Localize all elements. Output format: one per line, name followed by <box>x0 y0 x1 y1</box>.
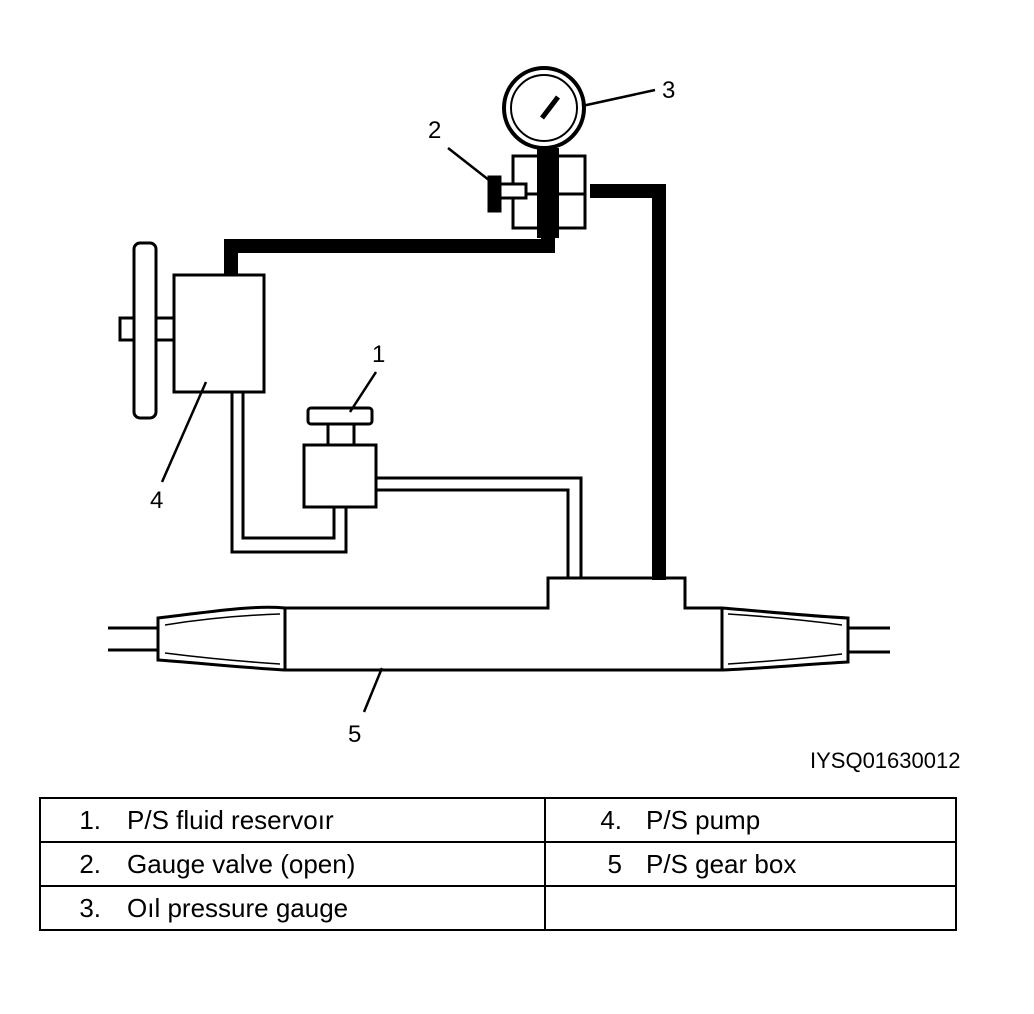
boot-ribs <box>164 613 843 665</box>
callout-3: 3 <box>662 77 675 104</box>
gear-box <box>156 576 850 672</box>
legend-number: 4. <box>600 804 622 835</box>
callout-2: 2 <box>428 117 441 144</box>
leader-5 <box>362 667 384 713</box>
leader-2 <box>447 147 495 185</box>
return-line-pump-reservoir <box>230 392 348 554</box>
legend-label: P/S fluid reservoır <box>127 804 334 835</box>
ps-pump <box>118 241 266 420</box>
legend-number: 1. <box>79 804 101 835</box>
legend-row: 1. P/S fluid reservoır 4. P/S pump <box>39 797 957 843</box>
leader-lines <box>160 88 656 713</box>
legend-number: 5 <box>607 848 622 879</box>
leader-3 <box>581 88 656 108</box>
legend-row: 3. Oıl pressure gauge <box>39 885 957 931</box>
pressure-line <box>590 184 666 580</box>
tie-rod-right <box>846 618 890 662</box>
legend-cell: 4. P/S pump <box>544 797 957 843</box>
tie-rod-left <box>108 618 160 660</box>
callout-1: 1 <box>372 341 385 368</box>
legend-number: 3. <box>79 892 101 923</box>
legend-table: 1. P/S fluid reservoır 4. P/S pump 2. Ga… <box>39 797 957 931</box>
callout-4: 4 <box>150 487 163 514</box>
callout-5: 5 <box>348 721 361 748</box>
legend-label: P/S gear box <box>646 848 797 879</box>
legend-label: Oıl pressure gauge <box>127 892 349 923</box>
legend-cell: 2. Gauge valve (open) <box>39 841 546 887</box>
oil-pressure-gauge <box>502 66 586 150</box>
leader-1 <box>348 371 378 413</box>
legend-cell: 3. Oıl pressure gauge <box>39 885 546 931</box>
leader-4 <box>160 381 208 483</box>
fluid-reservoir <box>302 406 378 509</box>
legend-cell-empty <box>544 885 957 931</box>
gauge-stem <box>537 148 559 238</box>
legend-number: 2. <box>79 848 101 879</box>
legend-cell: 1. P/S fluid reservoır <box>39 797 546 843</box>
return-line-reservoir-gearbox <box>376 476 583 578</box>
legend-row: 2. Gauge valve (open) 5 P/S gear box <box>39 841 957 887</box>
figure-id: IYSQ01630012 <box>810 748 961 773</box>
legend-label: Gauge valve (open) <box>127 848 356 879</box>
power-steering-diagram: 1 2 3 4 5 <box>108 66 890 748</box>
legend-label: P/S pump <box>646 804 761 835</box>
legend-cell: 5 P/S gear box <box>544 841 957 887</box>
